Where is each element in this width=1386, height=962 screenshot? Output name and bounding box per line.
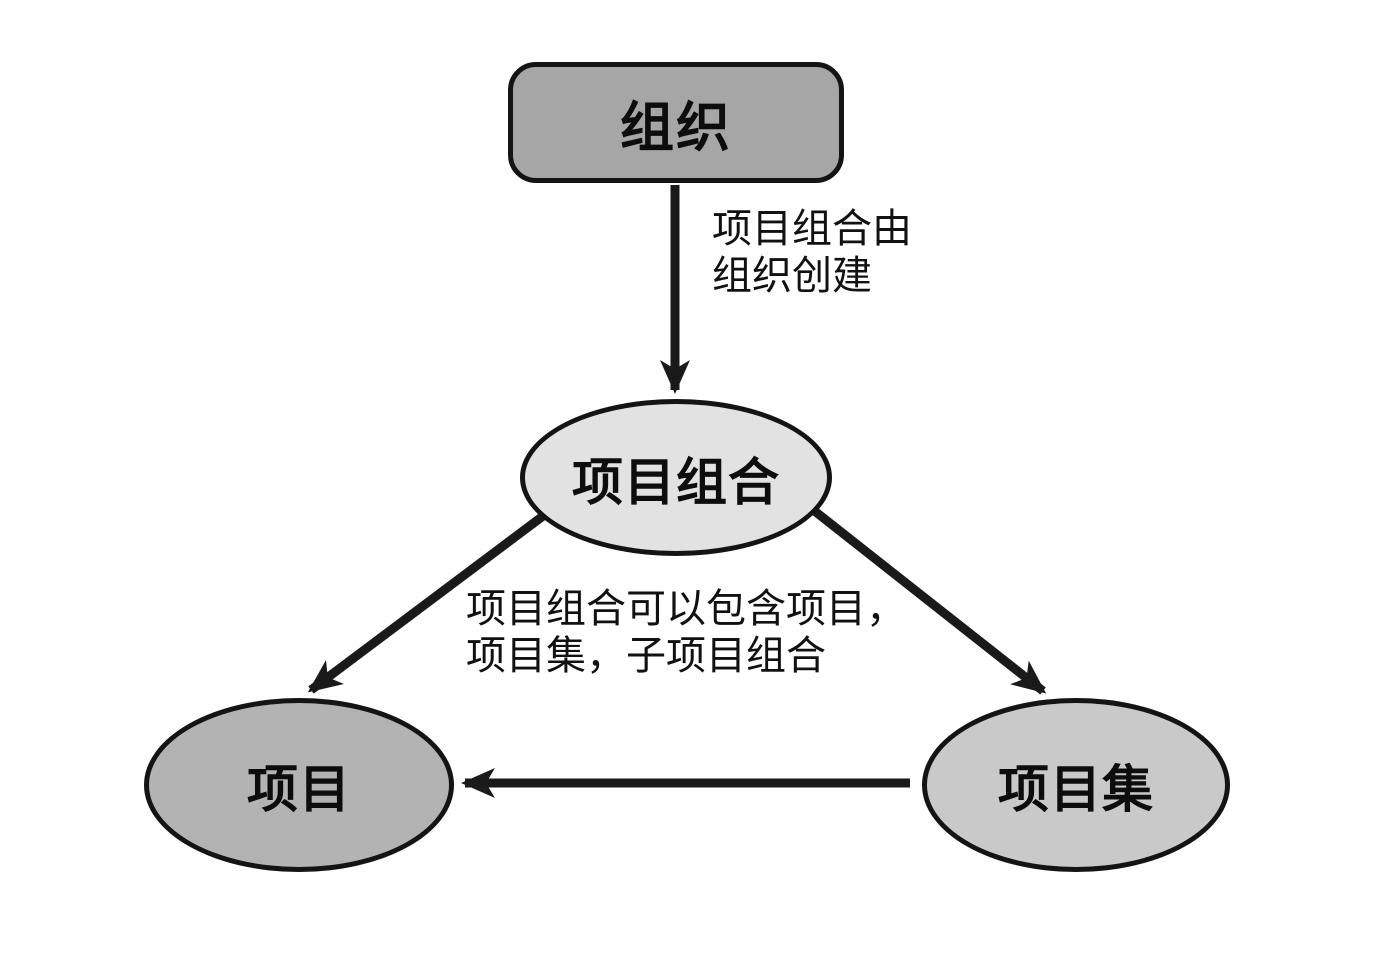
edge-label-line: 项目组合可以包含项目，	[466, 587, 906, 631]
arrow-portfolio-to-program	[809, 505, 1047, 695]
node-organization-label: 组织	[620, 98, 732, 158]
node-organization: 组织	[508, 62, 844, 183]
edge-label-line: 项目集，子项目组合	[466, 634, 826, 679]
arrow-portfolio-to-project	[307, 509, 550, 694]
node-portfolio: 项目组合	[520, 399, 832, 556]
node-portfolio-label: 项目组合	[571, 453, 780, 511]
node-project-label: 项目	[246, 761, 351, 818]
edge-label-line: 项目组合由	[712, 207, 912, 251]
node-project: 项目	[144, 698, 454, 872]
edge-label-created-by-organization: 项目组合由 组织创建	[712, 206, 912, 300]
node-program: 项目集	[922, 698, 1230, 872]
edge-label-line: 组织创建	[712, 254, 872, 299]
node-program-label: 项目集	[997, 761, 1154, 818]
edge-label-portfolio-contains: 项目组合可以包含项目， 项目集，子项目组合	[466, 586, 906, 680]
